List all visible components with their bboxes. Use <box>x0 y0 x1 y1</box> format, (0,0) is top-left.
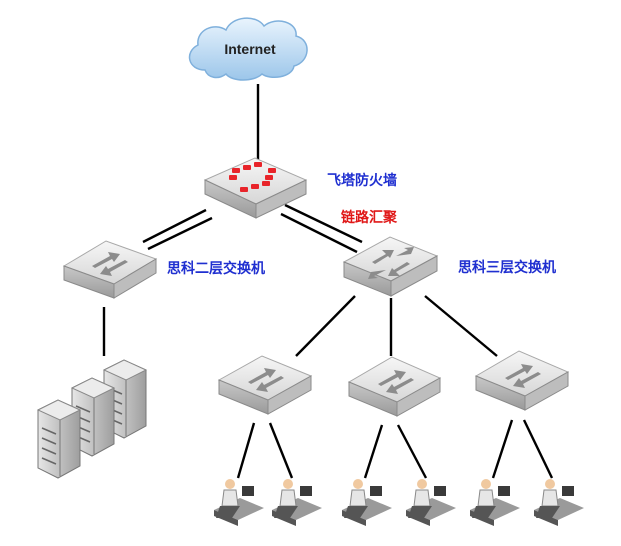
l3-switch-arrows-icon <box>368 247 414 279</box>
switch-arrows-icon <box>92 252 128 276</box>
workstation-4 <box>406 479 456 526</box>
workstation-5 <box>470 479 520 526</box>
l3-switch <box>342 236 439 297</box>
connection-lines <box>102 84 554 479</box>
l2-switch <box>62 240 158 299</box>
workstation-3 <box>342 479 392 526</box>
workstation-2 <box>272 479 322 526</box>
link-aggregation-label: 链路汇聚 <box>341 210 397 226</box>
firewall-device <box>203 157 308 219</box>
access-switch-1 <box>217 355 313 415</box>
l3-switch-label: 思科三层交换机 <box>458 260 556 276</box>
access-switch-3 <box>474 350 570 411</box>
internet-label: Internet <box>224 41 276 57</box>
internet-cloud: Internet <box>188 17 308 81</box>
server-rack-3 <box>36 399 82 479</box>
l2-switch-label: 思科二层交换机 <box>167 261 265 277</box>
workstation-6 <box>534 479 584 526</box>
workstation-1 <box>214 479 264 526</box>
firewall-label: 飞塔防火墙 <box>327 173 397 189</box>
access-switch-2 <box>347 356 442 417</box>
firewall-logo-icon <box>229 162 276 192</box>
